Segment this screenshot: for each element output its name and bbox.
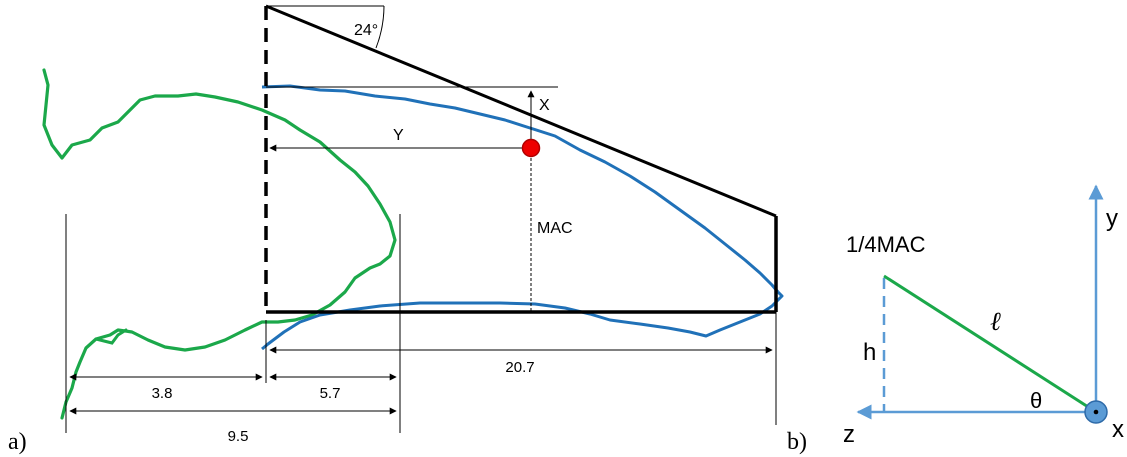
- panel-b: b) 1/4MAC h ℓ θ z y x: [787, 184, 1124, 455]
- swept-leading-edge: [265, 4, 777, 218]
- quarter-mac-label: 1/4MAC: [846, 232, 926, 257]
- y-axis-label: y: [1106, 205, 1118, 232]
- panel-a-label: a): [8, 429, 27, 455]
- dim-20-7-label: 20.7: [505, 359, 534, 376]
- fuselage-outline: [42, 68, 397, 420]
- dim-5-7-label: 5.7: [320, 385, 341, 402]
- dim-9-5-label: 9.5: [228, 428, 249, 445]
- sweep-angle-arc: [375, 5, 385, 49]
- z-axis-label: z: [843, 421, 855, 448]
- wing-leading-edge: [261, 84, 780, 293]
- panel-b-label: b): [787, 429, 807, 455]
- y-label: Y: [393, 127, 404, 144]
- sweep-angle-label: 24°: [354, 22, 378, 39]
- origin-x-dot: [1093, 409, 1099, 415]
- wing-tip: [261, 290, 784, 351]
- l-label: ℓ: [990, 307, 1001, 336]
- dim-3-8-label: 3.8: [152, 385, 173, 402]
- mac-label: MAC: [537, 220, 573, 237]
- x-label: X: [539, 97, 550, 114]
- l-line: [883, 274, 1097, 414]
- panel-a: 24° X Y MAC 3.8 5.7 9.5 20.7 a): [8, 4, 784, 455]
- theta-label: θ: [1030, 388, 1042, 413]
- x-axis-label: x: [1112, 416, 1124, 443]
- mac-point: [521, 138, 541, 158]
- h-label: h: [863, 339, 876, 366]
- fuselage-detail: [94, 328, 128, 345]
